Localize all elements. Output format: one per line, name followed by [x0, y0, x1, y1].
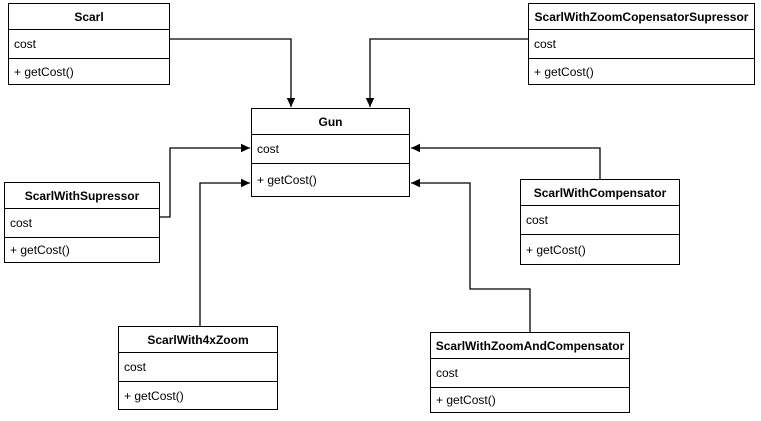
class-method: + getCost() — [436, 393, 496, 407]
connector-scarlwithzoomcopensatorsupressor-to-gun[interactable] — [365, 38, 528, 107]
class-attribute: cost — [119, 353, 277, 382]
class-method: + getCost() — [526, 242, 586, 257]
connector-scarlwithsupressor-to-gun[interactable] — [160, 143, 250, 218]
class-title: ScarlWithZoomCopensatorSupressor — [529, 4, 754, 30]
class-method: + getCost() — [10, 243, 70, 257]
class-title: ScarlWithSupressor — [5, 183, 159, 209]
class-method: + getCost() — [257, 173, 317, 187]
class-attribute: cost — [529, 30, 754, 59]
class-box-scarl-with-4x-zoom[interactable]: ScarlWith4xZoom cost + getCost() — [118, 326, 278, 410]
connector-scarlwithcompensator-to-gun[interactable] — [411, 143, 601, 179]
connector-scarl-to-gun[interactable] — [170, 38, 296, 107]
connector-scarlwith4xzoom-to-gun[interactable] — [199, 178, 250, 326]
class-title: ScarlWithCompensator — [521, 180, 679, 206]
class-method: + getCost() — [14, 64, 74, 79]
class-box-gun[interactable]: Gun cost + getCost() — [251, 108, 410, 197]
class-attribute: cost — [521, 206, 679, 235]
connector-scarlwithzoomandcompensator-to-gun[interactable] — [411, 178, 531, 332]
class-box-scarl-with-compensator[interactable]: ScarlWithCompensator cost + getCost() — [520, 179, 680, 265]
class-box-scarl[interactable]: Scarl cost + getCost() — [8, 3, 170, 85]
class-box-scarl-with-zoom-copensator-supressor[interactable]: ScarlWithZoomCopensatorSupressor cost + … — [528, 3, 755, 85]
class-attribute: cost — [9, 30, 169, 59]
class-box-scarl-with-zoom-and-compensator[interactable]: ScarlWithZoomAndCompensator cost + getCo… — [430, 332, 630, 413]
class-method: + getCost() — [124, 388, 184, 403]
class-method: + getCost() — [534, 64, 594, 79]
class-box-scarl-with-supressor[interactable]: ScarlWithSupressor cost + getCost() — [4, 182, 160, 263]
class-title: Scarl — [9, 4, 169, 30]
class-title: ScarlWithZoomAndCompensator — [431, 333, 629, 359]
class-title: ScarlWith4xZoom — [119, 327, 277, 353]
class-attribute: cost — [431, 359, 629, 388]
class-title: Gun — [252, 109, 409, 135]
class-attribute: cost — [5, 209, 159, 238]
class-attribute: cost — [252, 135, 409, 164]
